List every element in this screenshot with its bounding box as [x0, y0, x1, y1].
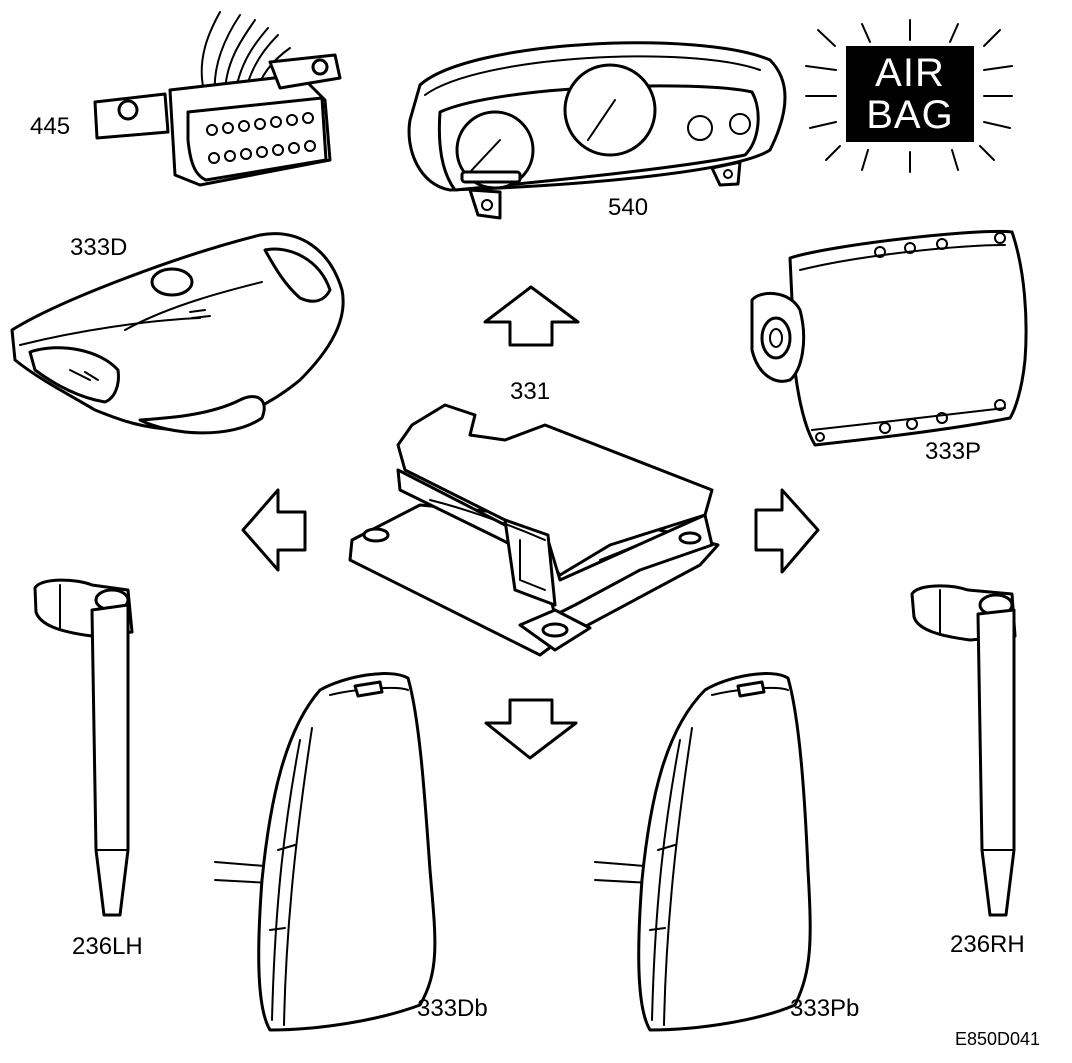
- passenger-airbag-333P: [750, 229, 1028, 447]
- diagnostic-connector-445: [93, 11, 342, 187]
- label-540: 540: [608, 194, 649, 221]
- passenger-side-airbag-333Pb: [594, 672, 812, 1032]
- side-sensor-236LH: [33, 578, 134, 917]
- airbag-warning-lamp: AIR BAG: [846, 46, 974, 142]
- arrow-up-icon: [483, 285, 580, 347]
- warning-lamp-line1: AIR: [875, 51, 945, 95]
- label-333P: 333P: [925, 438, 982, 465]
- figure-code: E850D041: [955, 1029, 1041, 1049]
- label-333Db: 333Db: [417, 995, 488, 1022]
- arrow-left-icon: [241, 488, 307, 572]
- label-333Pb: 333Pb: [790, 995, 860, 1022]
- label-331: 331: [510, 378, 551, 405]
- side-sensor-236RH: [910, 584, 1017, 917]
- label-333D: 333D: [70, 234, 128, 261]
- label-236RH: 236RH: [950, 931, 1025, 958]
- label-445: 445: [30, 113, 71, 140]
- driver-side-airbag-333Db: [214, 672, 437, 1032]
- control-module-331: [348, 403, 720, 657]
- driver-airbag-333D: [10, 232, 345, 435]
- arrow-right-icon: [754, 488, 820, 574]
- warning-lamp-rays-icon: [805, 19, 1013, 173]
- arrow-down-icon: [484, 698, 578, 760]
- instrument-cluster-540: [407, 41, 787, 220]
- connector-pins-icon: [206, 112, 316, 164]
- warning-lamp-line2: BAG: [866, 93, 954, 137]
- label-236LH: 236LH: [72, 933, 143, 960]
